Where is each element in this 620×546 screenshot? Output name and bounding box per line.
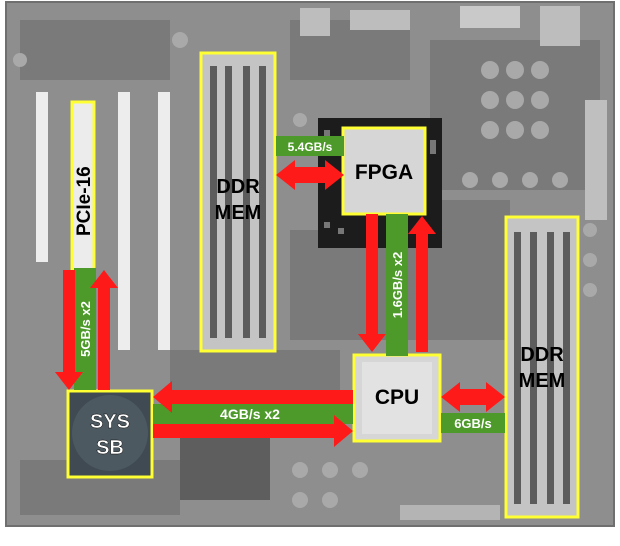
- pci-slot: [36, 92, 48, 262]
- link-fpga-ddr-label: 5.4GB/s: [288, 140, 333, 154]
- link-cpu-sys-label: 4GB/s x2: [220, 406, 280, 422]
- cpu-label: CPU: [375, 386, 419, 409]
- pci-slot: [118, 92, 130, 350]
- link-fpga-ddr: 5.4GB/s: [276, 136, 344, 190]
- link-pcie-sys: 5GB/s x2: [55, 268, 118, 390]
- ddr-left-label-line1: DDR: [216, 176, 260, 198]
- ddr-left-label-line2: MEM: [215, 202, 262, 224]
- link-cpu-fpga-label: 1.6GB/s x2: [390, 252, 405, 319]
- pcie-label: PCIe-16: [74, 166, 95, 236]
- link-cpu-fpga: 1.6GB/s x2: [358, 214, 436, 356]
- ddr-right-label-line1: DDR: [520, 344, 564, 366]
- sys-label-line1: SYS: [90, 411, 130, 433]
- link-pcie-sys-label: 5GB/s x2: [78, 301, 93, 357]
- sys-label-line2: SB: [96, 437, 124, 459]
- ddr-right-label-line2: MEM: [519, 370, 566, 392]
- pci-slot: [158, 92, 170, 350]
- link-cpu-ddr-label: 6GB/s: [454, 416, 492, 431]
- link-cpu-ddr: 6GB/s: [441, 382, 505, 433]
- ddr-memory-right: DDR MEM: [504, 215, 580, 519]
- link-cpu-sys: 4GB/s x2: [153, 381, 353, 447]
- fpga-label: FPGA: [355, 161, 413, 184]
- system-southbridge: SYS SB: [66, 389, 154, 479]
- ddr-memory-left: DDR MEM: [199, 51, 277, 353]
- cpu: CPU: [352, 353, 442, 443]
